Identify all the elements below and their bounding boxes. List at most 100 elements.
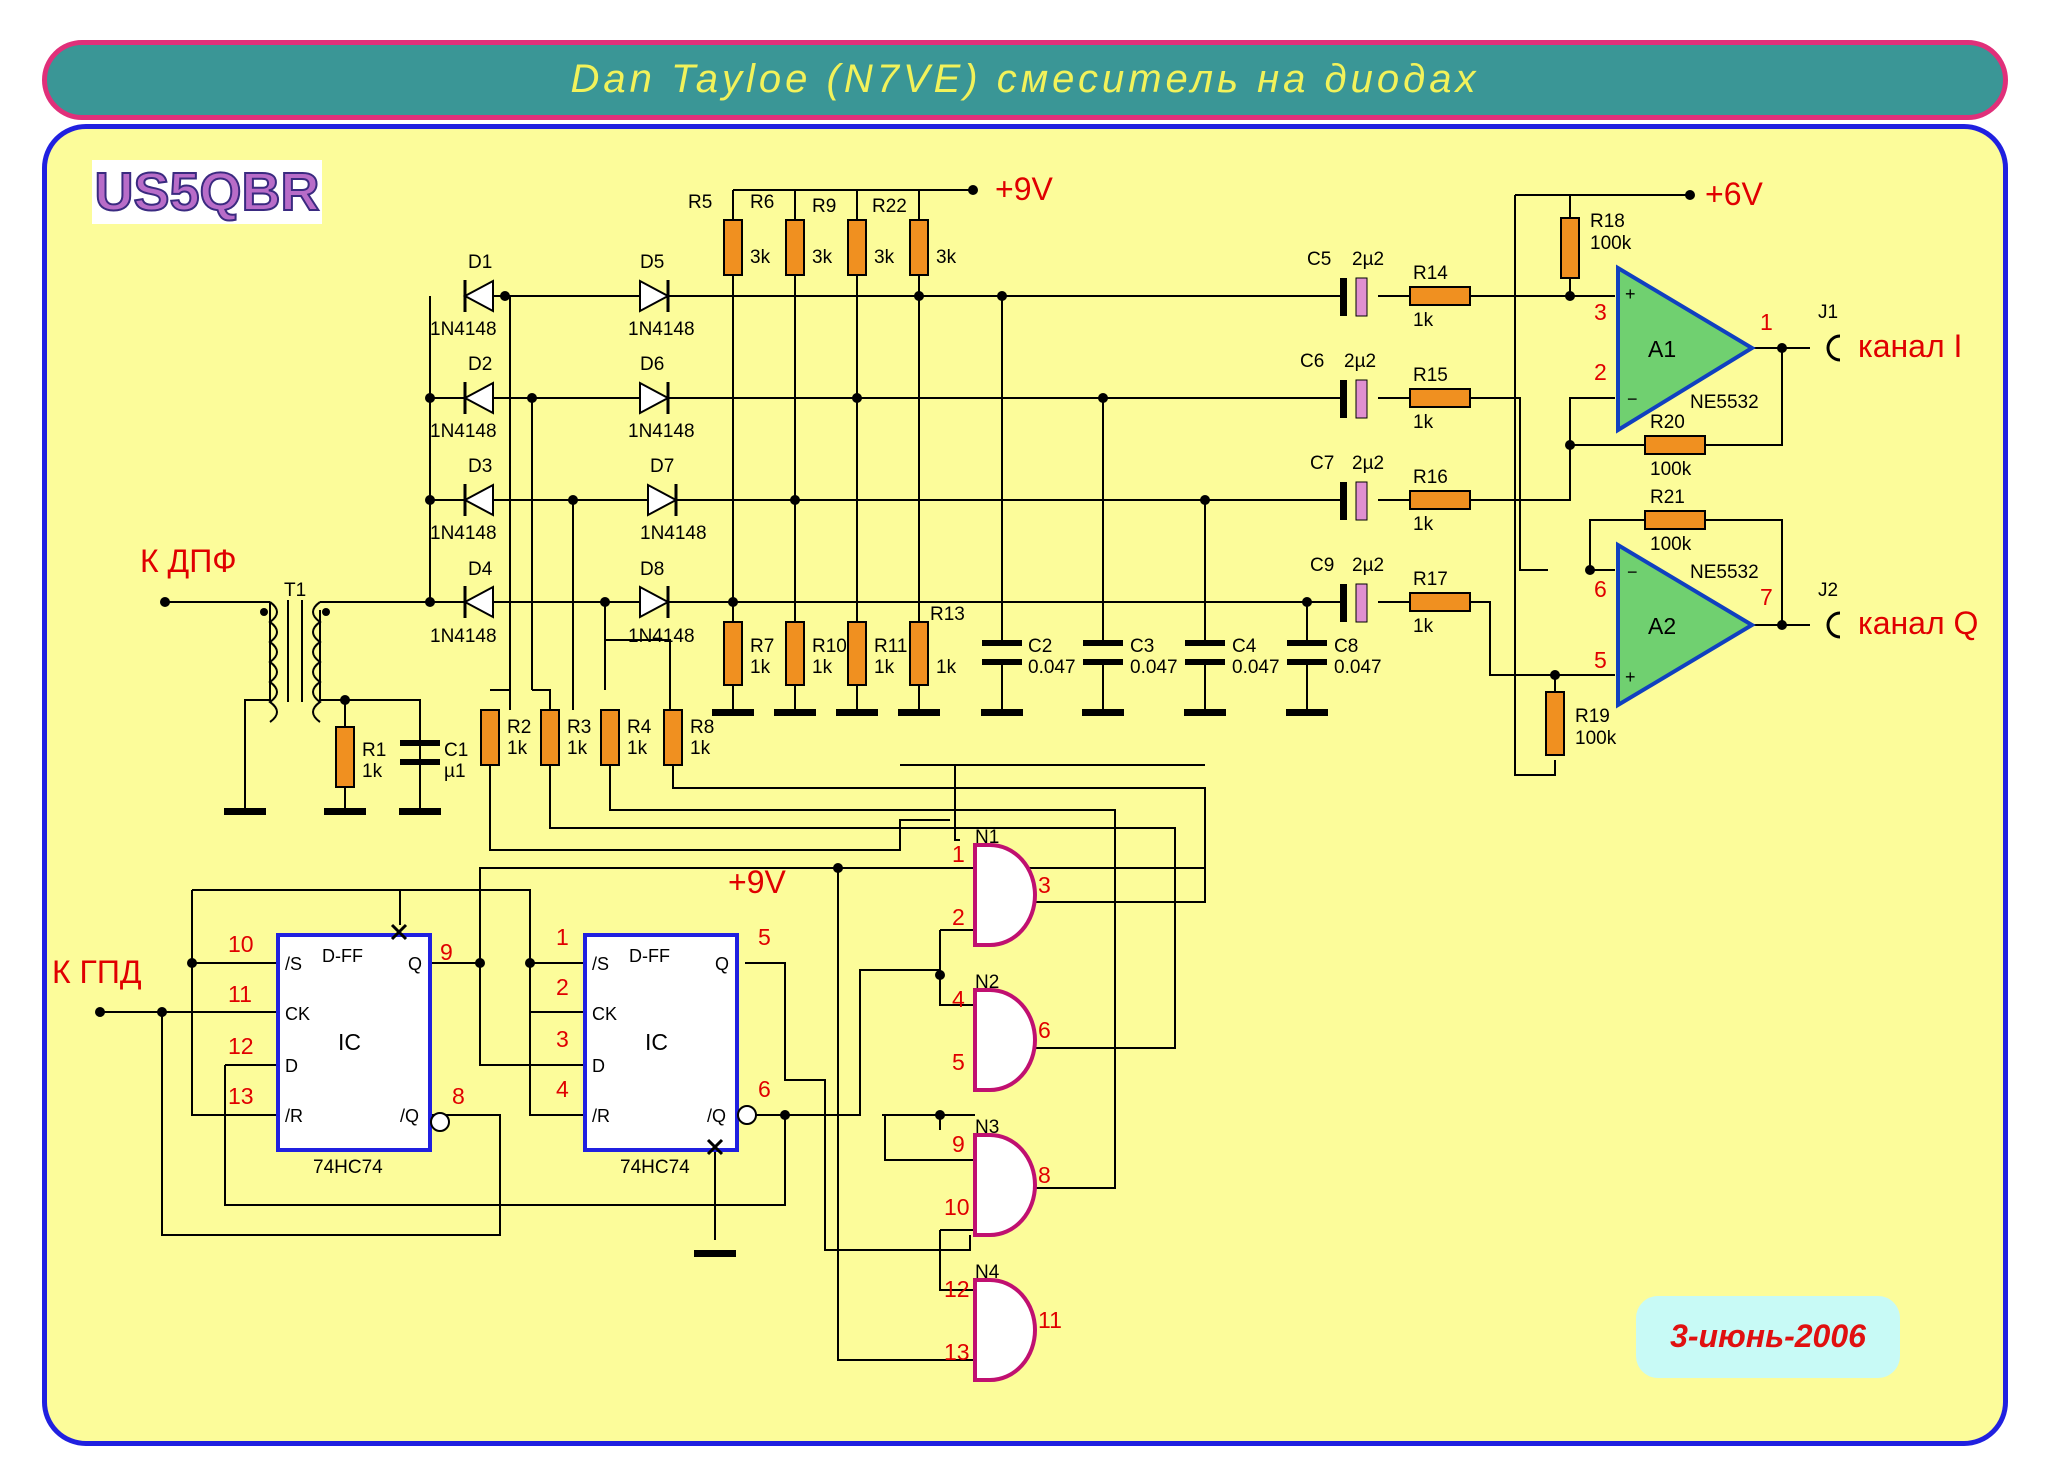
- ff2-pin-nq: 6: [758, 1076, 771, 1102]
- c6-value: 2µ2: [1344, 351, 1376, 372]
- c9-value: 2µ2: [1352, 555, 1384, 576]
- r21-ref: R21: [1650, 487, 1685, 508]
- channel-i-label: канал I: [1858, 328, 1962, 364]
- d8-ref: D8: [640, 559, 664, 580]
- r22-value: 3k: [874, 247, 895, 268]
- r14-value: 1k: [1413, 310, 1434, 331]
- r2-value: 1k: [507, 738, 528, 759]
- r13-ref: R13: [930, 604, 965, 625]
- ff2-pin-ck: 2: [556, 974, 569, 1000]
- ff2-pin-s: 1: [556, 924, 569, 950]
- ff1-type: D-FF: [322, 946, 363, 966]
- d7-part: 1N4148: [640, 523, 707, 544]
- d7-ref: D7: [650, 456, 674, 477]
- ff1-pin-r: 13: [228, 1083, 254, 1109]
- a2-pin-out: 7: [1760, 584, 1773, 610]
- ff1-in-ck: CK: [285, 1004, 310, 1024]
- ff1-out-nq: /Q: [400, 1106, 419, 1126]
- r9-value: 3k: [812, 247, 833, 268]
- n4-pin-b: 13: [944, 1339, 970, 1365]
- ff1-label: IC: [338, 1029, 361, 1055]
- coupling-capacitors: C5 2µ2 C6 2µ2 C7 2µ2 C9 2µ2: [1300, 249, 1384, 623]
- flipflop-1: D-FF IC /S CK D /R Q /Q 74HC74 10 11 12 …: [228, 923, 465, 1178]
- r17-ref: R17: [1413, 569, 1448, 590]
- junction-dots: [95, 185, 1787, 1120]
- r3-ref: R3: [567, 717, 591, 738]
- n2-pin-b: 5: [952, 1049, 965, 1075]
- title-banner: Dan Tayloe (N7VE) смеситель на диодах: [42, 40, 2008, 120]
- a2-pin-plus: 5: [1594, 647, 1607, 673]
- c7-value: 2µ2: [1352, 453, 1384, 474]
- ground-symbols: [224, 700, 1328, 1257]
- n1-pin-a: 1: [952, 841, 965, 867]
- svg-text:−: −: [1627, 562, 1638, 582]
- date-badge: 3-июнь-2006: [1636, 1296, 1900, 1378]
- j2-label: J2: [1818, 580, 1838, 601]
- svg-text:+: +: [1625, 667, 1636, 687]
- n3-ref: N3: [975, 1117, 999, 1138]
- d1-part: 1N4148: [430, 319, 497, 340]
- r16-value: 1k: [1413, 514, 1434, 535]
- opamp-a1: + − A1 NE5532 3 2 1: [1594, 264, 1773, 434]
- opamp-a2: − + A2 NE5532 6 5 7: [1594, 541, 1773, 709]
- c4-value: 0.047: [1232, 657, 1280, 678]
- output-jacks: J1 J2 канал I канал Q: [1818, 302, 1978, 641]
- r11-ref: R11: [874, 636, 907, 657]
- ff2-in-r: /R: [592, 1106, 610, 1126]
- r2-ref: R2: [507, 717, 531, 738]
- ff2-pin-r: 4: [556, 1076, 569, 1102]
- c9-ref: C9: [1310, 555, 1334, 576]
- r7-value: 1k: [750, 657, 771, 678]
- d4-part: 1N4148: [430, 626, 497, 647]
- n3-pin-out: 8: [1038, 1162, 1051, 1188]
- d5-part: 1N4148: [628, 319, 695, 340]
- ff2-in-d: D: [592, 1056, 605, 1076]
- gpd-label: К ГПД: [52, 954, 142, 990]
- t1-label: T1: [284, 580, 306, 601]
- rail-9v-top: +9V: [995, 171, 1053, 207]
- rail-6v: +6V: [1705, 176, 1763, 212]
- a1-pin-plus: 3: [1594, 299, 1607, 325]
- r20-ref: R20: [1650, 412, 1685, 433]
- d4-ref: D4: [468, 559, 493, 580]
- svg-text:+: +: [1625, 284, 1636, 304]
- d5-ref: D5: [640, 252, 664, 273]
- r6-value: 3k: [750, 247, 771, 268]
- r15-ref: R15: [1413, 365, 1448, 386]
- n2-pin-out: 6: [1038, 1017, 1051, 1043]
- r21-value: 100k: [1650, 534, 1692, 555]
- ff2-pin-d: 3: [556, 1026, 569, 1052]
- r16-ref: R16: [1413, 467, 1448, 488]
- transformer-t1: T1: [260, 580, 330, 723]
- a1-ref: A1: [1648, 336, 1676, 362]
- r7-ref: R7: [750, 636, 774, 657]
- c5-ref: C5: [1307, 249, 1331, 270]
- c1-ref: C1: [444, 740, 468, 761]
- n2-pin-a: 4: [952, 986, 965, 1012]
- ff1-pin-nq: 8: [452, 1083, 465, 1109]
- c3-value: 0.047: [1130, 657, 1178, 678]
- r15-value: 1k: [1413, 412, 1434, 433]
- r3-value: 1k: [567, 738, 588, 759]
- a2-ref: A2: [1648, 613, 1676, 639]
- r20-value: 100k: [1650, 459, 1692, 480]
- n1-pin-b: 2: [952, 904, 965, 930]
- bypass-capacitors: C2 0.047 C3 0.047 C4 0.047 C8 0.047: [982, 636, 1382, 678]
- date-text: 3-июнь-2006: [1670, 1318, 1866, 1354]
- c5-value: 2µ2: [1352, 249, 1384, 270]
- ff2-out-q: Q: [715, 954, 729, 974]
- c4-ref: C4: [1232, 636, 1257, 657]
- ff2-part: 74HC74: [620, 1157, 690, 1178]
- svg-text:−: −: [1627, 389, 1638, 409]
- r19-value: 100k: [1575, 728, 1617, 749]
- rail-9v-logic: +9V: [728, 864, 786, 900]
- c6-ref: C6: [1300, 351, 1324, 372]
- diode-array: D1 1N4148 D2 1N4148 D3 1N4148 D4 1N4148 …: [430, 252, 707, 647]
- ff1-in-s: /S: [285, 954, 302, 974]
- n3-pin-b: 10: [944, 1194, 970, 1220]
- r6-ref: R6: [750, 192, 774, 213]
- ff2-type: D-FF: [629, 946, 670, 966]
- j1-label: J1: [1818, 302, 1838, 323]
- d3-part: 1N4148: [430, 523, 497, 544]
